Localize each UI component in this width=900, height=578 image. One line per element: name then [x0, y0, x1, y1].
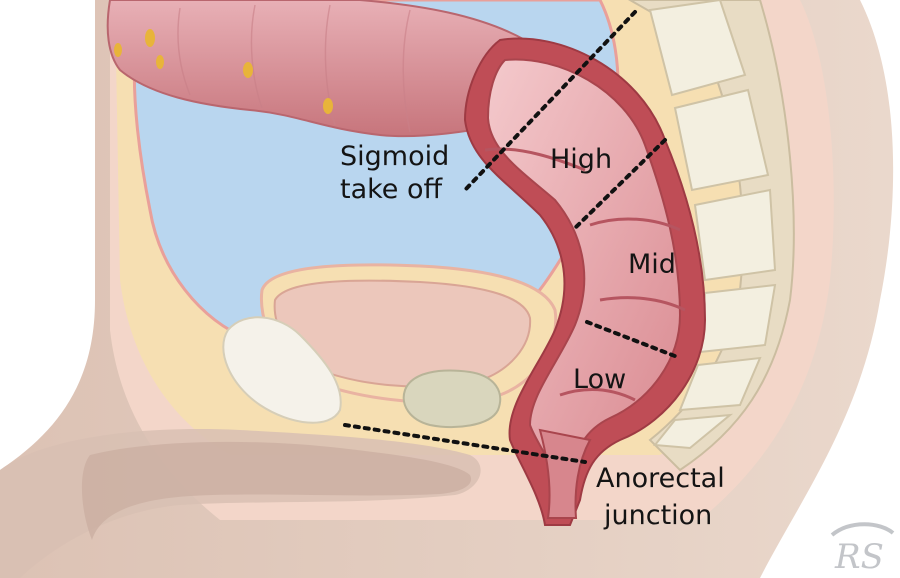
sigmoid-colon [106, 0, 527, 138]
label-mid: Mid [628, 249, 676, 280]
penis [81, 441, 472, 540]
label-anorectal-2: junction [603, 500, 712, 531]
anorectal-junction-line [343, 423, 587, 464]
vertebra-3 [693, 188, 777, 282]
vertebra-1 [648, 0, 747, 97]
watermark-text: RS [834, 537, 884, 577]
label-sigmoid-2: take off [340, 174, 444, 205]
vertebra-4 [698, 283, 777, 354]
label-high: High [550, 144, 612, 175]
label-anorectal-1: Anorectal [596, 463, 725, 494]
prostate [402, 369, 502, 428]
sigmoid-takeoff-line [463, 10, 637, 192]
coccyx [653, 413, 734, 450]
vertebra-2 [673, 88, 770, 192]
high-mid-boundary-line [573, 138, 667, 230]
mid-low-boundary-line [585, 320, 682, 360]
label-low: Low [573, 364, 626, 395]
fat-tags [114, 29, 333, 114]
label-sigmoid-1: Sigmoid [340, 141, 449, 172]
vertebra-5 [678, 356, 762, 412]
pubic-bone [222, 316, 342, 424]
anal-canal [538, 428, 592, 519]
haustra-folds [177, 4, 411, 133]
rs-logo: RS [830, 522, 895, 577]
level-lines [343, 10, 682, 464]
